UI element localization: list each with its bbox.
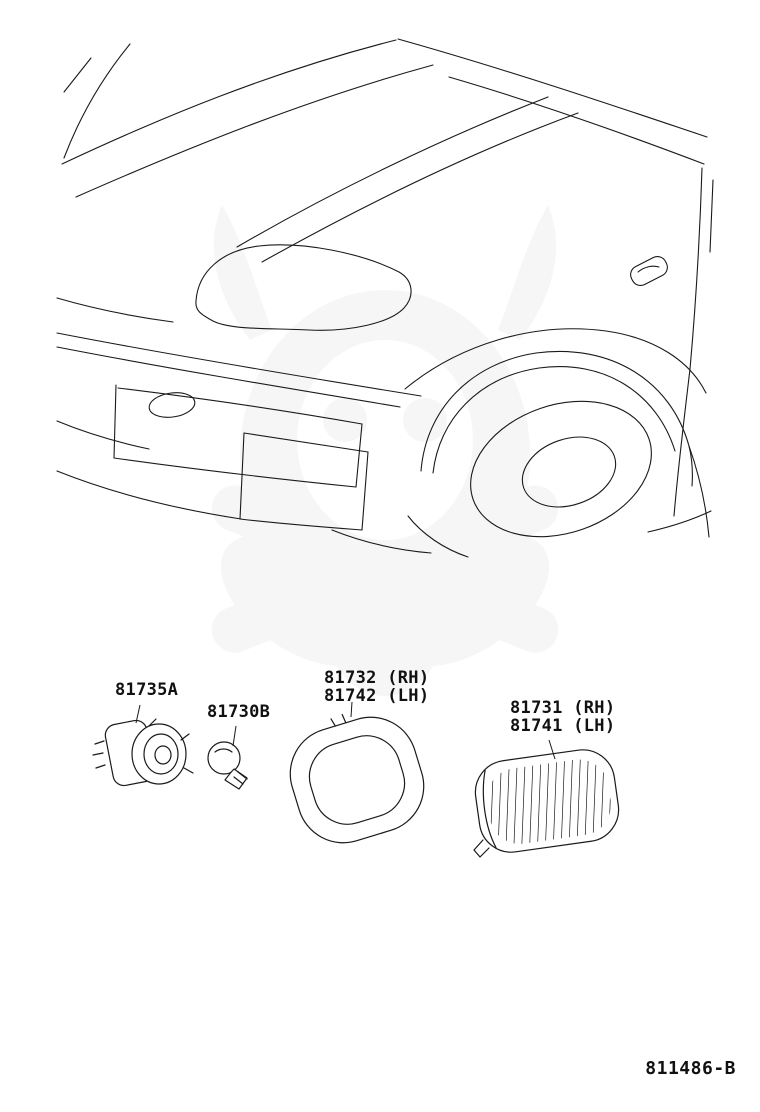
bulb-illustration: [207, 741, 248, 790]
part-label-lamp-rh: 81731 (RH): [510, 698, 616, 718]
socket-illustration: [92, 718, 194, 787]
part-label-bulb: 81730B: [207, 702, 271, 722]
leader-lines: [135, 701, 556, 760]
parts-illustrations: [92, 713, 620, 858]
side-marker-location: [630, 256, 668, 286]
car-outline: [56, 38, 714, 558]
figure-number: 811486-B: [645, 1058, 736, 1079]
gasket-illustration: [289, 713, 425, 844]
watermark: [211, 205, 559, 696]
part-label-lamp-lh: 81741 (LH): [510, 716, 616, 736]
part-label-gasket-rh: 81732 (RH): [324, 668, 430, 688]
part-label-gasket-lh: 81742 (LH): [324, 686, 430, 706]
part-label-socket: 81735A: [115, 680, 179, 700]
lamp-illustration: [473, 749, 620, 858]
